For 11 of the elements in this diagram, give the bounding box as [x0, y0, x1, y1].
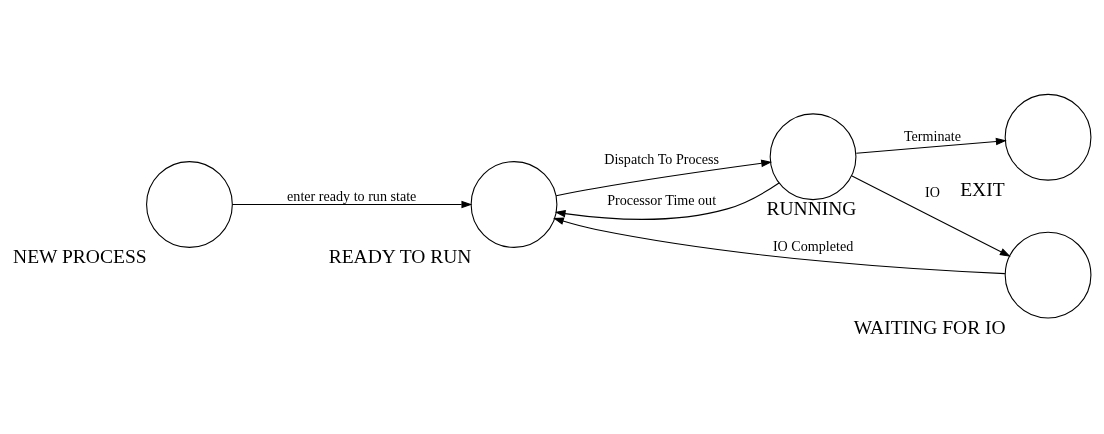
edge-label: IO [925, 184, 940, 201]
edge-label: IO Completed [772, 237, 854, 254]
node-label: READY TO RUN [328, 246, 472, 268]
node-label: WAITING FOR IO [853, 316, 1006, 338]
edge-label: Terminate [903, 127, 961, 144]
node-label: NEW PROCESS [13, 246, 147, 268]
node-label: RUNNING [766, 198, 857, 220]
edge-label: enter ready to run state [287, 187, 417, 204]
node-label: EXIT [960, 178, 1005, 200]
edge-label: Dispatch To Process [604, 150, 720, 167]
edge-label: Processor Time out [607, 191, 717, 208]
